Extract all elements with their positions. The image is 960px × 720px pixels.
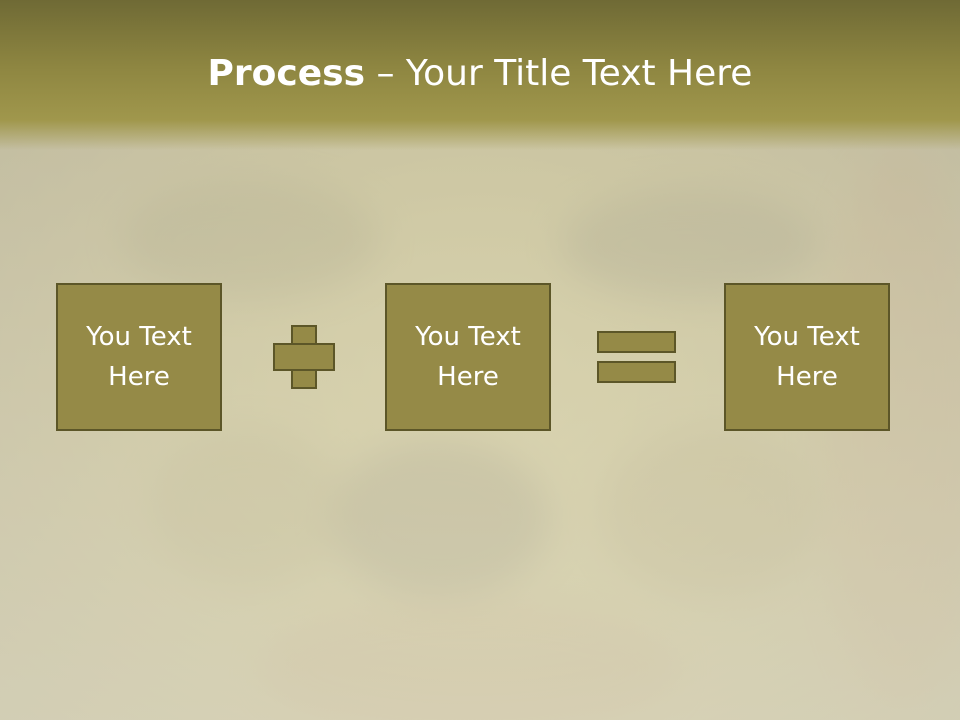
- text-box-2-line2: Here: [437, 362, 499, 392]
- text-box-1[interactable]: You Text Here: [56, 283, 222, 431]
- title-rest: – Your Title Text Here: [365, 53, 753, 94]
- text-box-1-line2: Here: [108, 362, 170, 392]
- text-box-1-line1: You Text: [86, 322, 192, 352]
- text-box-2-line1: You Text: [415, 322, 521, 352]
- text-box-2[interactable]: You Text Here: [385, 283, 551, 431]
- text-box-3[interactable]: You Text Here: [724, 283, 890, 431]
- text-box-3-line1: You Text: [754, 322, 860, 352]
- title-bold: Process: [207, 53, 366, 94]
- slide-title[interactable]: Process – Your Title Text Here: [0, 52, 960, 96]
- text-box-3-line2: Here: [776, 362, 838, 392]
- title-bar: [0, 0, 960, 150]
